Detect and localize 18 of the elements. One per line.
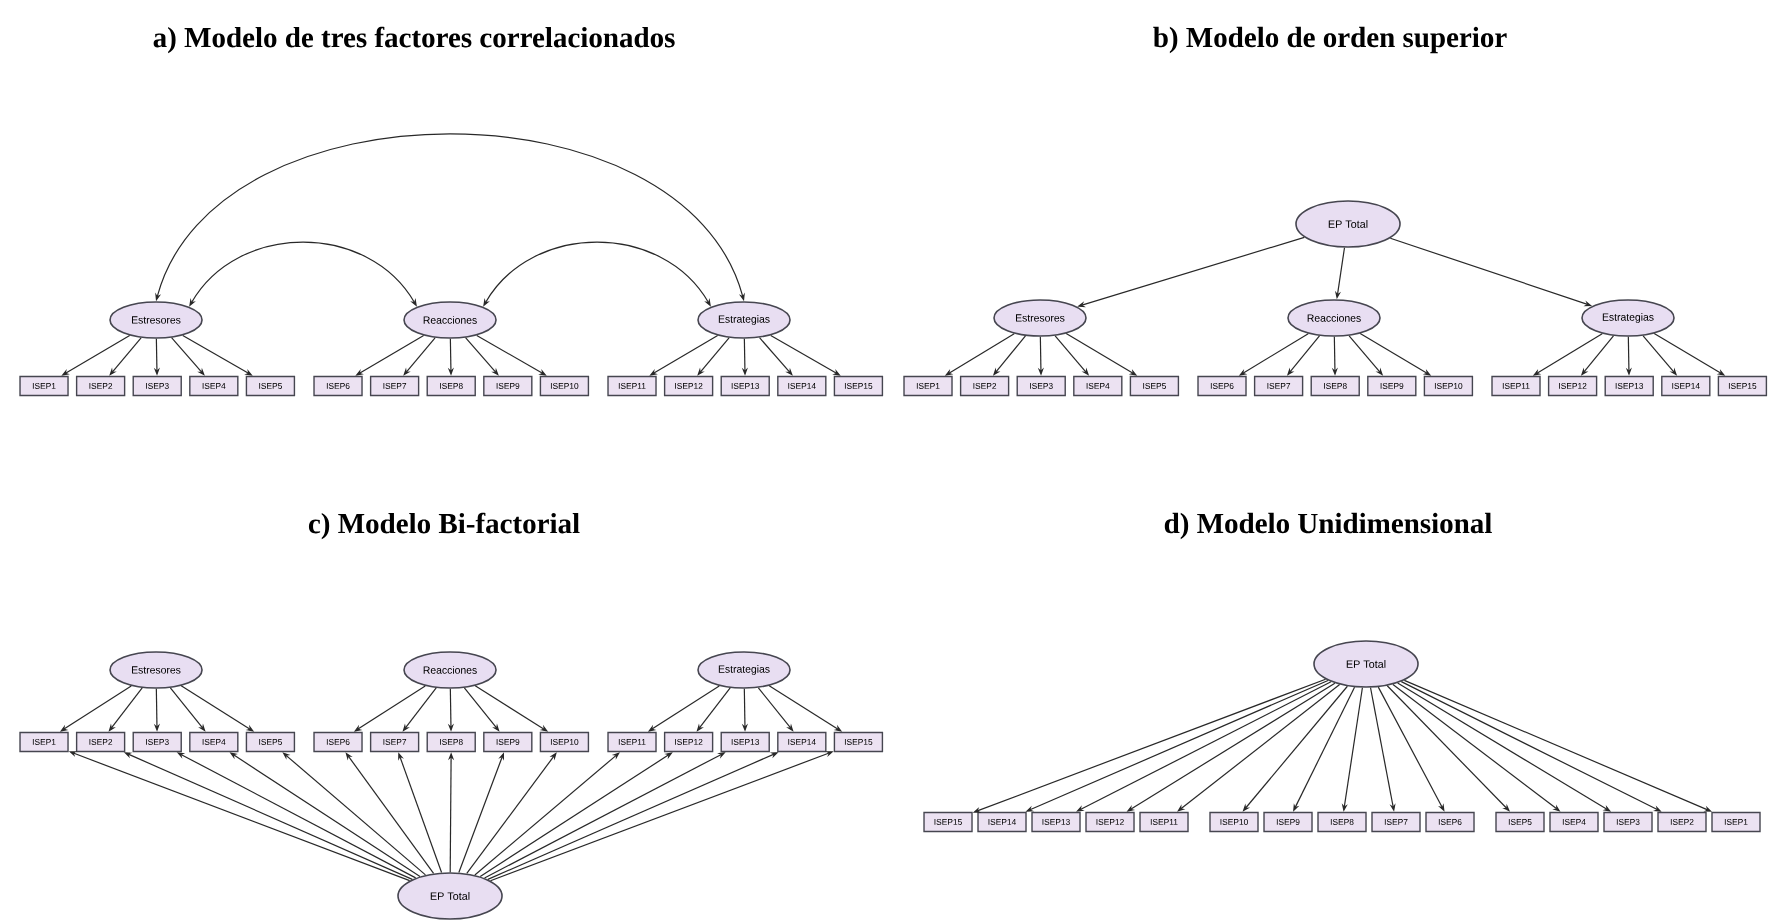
arrow [170, 337, 205, 376]
panel-title: d) Modelo Unidimensional [1164, 512, 1492, 540]
arrow [464, 337, 499, 376]
arrow [758, 337, 793, 376]
arrow [474, 752, 620, 876]
arrow [1177, 684, 1341, 812]
arrow [757, 687, 794, 732]
arrow [1076, 681, 1332, 812]
arrow [697, 337, 730, 376]
arrow [463, 687, 500, 732]
arrow [345, 752, 435, 874]
arrow [169, 687, 206, 732]
arrow [403, 337, 436, 376]
arrow [466, 752, 557, 874]
panel-title: b) Modelo de orden superior [1153, 26, 1507, 54]
panel-title: a) Modelo de tres factores correlacionados [153, 26, 675, 54]
panel-title: c) Modelo Bi-factorial [308, 512, 580, 540]
arrow [109, 337, 142, 376]
